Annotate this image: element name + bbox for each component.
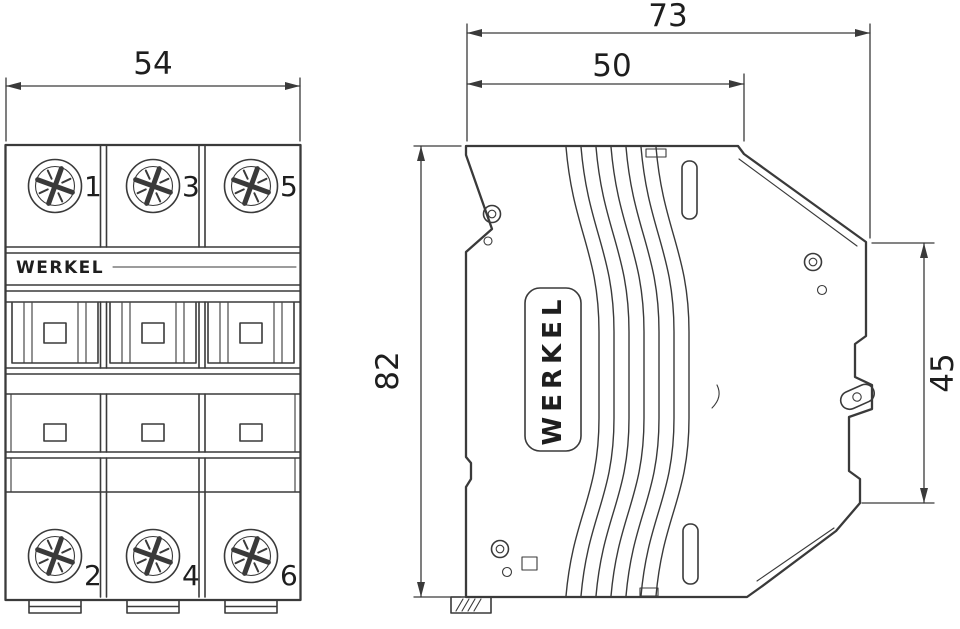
detail-arc xyxy=(711,384,720,409)
din-latch-body xyxy=(839,383,876,411)
dimension-value-front-width: 54 xyxy=(133,46,172,82)
front-body: 1 3 5 2 4 6 WERKEL xyxy=(4,143,302,614)
dimension-value-overall-depth: 73 xyxy=(648,0,687,34)
mounting-feet xyxy=(28,599,278,614)
terminal-number-1: 1 xyxy=(84,170,102,203)
din-clip-hatching xyxy=(455,598,482,612)
top-vent xyxy=(645,148,667,158)
side-outline xyxy=(464,144,874,599)
housing-seam-lines xyxy=(565,146,690,597)
terminal-number-5: 5 xyxy=(280,170,298,203)
front-view: 54 1 3 5 2 xyxy=(4,46,302,614)
side-brand-plate xyxy=(524,287,582,452)
terminal-number-6: 6 xyxy=(280,559,298,592)
terminal-screw-3-icon xyxy=(122,155,184,217)
side-body: WERKEL xyxy=(450,144,876,614)
terminal-screw-1-icon xyxy=(24,155,86,217)
din-latch xyxy=(839,383,876,411)
extension-lines xyxy=(861,242,935,504)
terminal-number-4: 4 xyxy=(182,559,200,592)
top-slot xyxy=(681,160,698,220)
terminal-screw-2-icon xyxy=(24,525,86,587)
front-horizontal-lines xyxy=(5,246,301,493)
cage-center-window xyxy=(43,322,263,344)
terminal-number-3: 3 xyxy=(182,170,200,203)
indicator-windows xyxy=(43,423,263,442)
din-latch-hole xyxy=(852,392,862,402)
terminal-screw-4-icon xyxy=(122,525,184,587)
terminal-screw-6-icon xyxy=(220,525,282,587)
pole-divider-lines xyxy=(99,145,206,598)
dimension-overall-depth: 73 xyxy=(466,0,871,239)
extension-lines xyxy=(5,77,301,142)
dimension-mount-height: 45 xyxy=(861,242,960,504)
edge-inner-lines xyxy=(10,393,296,493)
brand-label-side: WERKEL xyxy=(538,295,568,446)
dimension-body-depth: 50 xyxy=(466,48,745,142)
dimension-front-width: 54 xyxy=(5,46,301,142)
panel-seams xyxy=(738,158,858,582)
extension-lines xyxy=(466,23,871,239)
side-view: 73 50 82 45 WERKEL xyxy=(370,0,960,614)
din-clip-outline xyxy=(450,596,492,614)
rivet-holes xyxy=(482,204,828,578)
dimension-value-mount-height: 45 xyxy=(925,353,960,392)
bottom-slot xyxy=(682,523,699,585)
cage-outline xyxy=(11,302,295,364)
detail-square xyxy=(521,556,538,571)
front-outline xyxy=(4,143,302,602)
brand-label-front: WERKEL xyxy=(16,258,104,278)
din-rail-clip xyxy=(450,596,492,614)
cage-ribs xyxy=(23,302,283,364)
terminal-screw-5-icon xyxy=(220,155,282,217)
terminal-clamp-cages xyxy=(11,302,295,364)
bottom-vent xyxy=(639,587,659,597)
dimension-value-height: 82 xyxy=(370,351,406,390)
dimension-height: 82 xyxy=(370,145,462,598)
dimension-value-body-depth: 50 xyxy=(592,48,631,84)
terminal-number-2: 2 xyxy=(84,559,102,592)
